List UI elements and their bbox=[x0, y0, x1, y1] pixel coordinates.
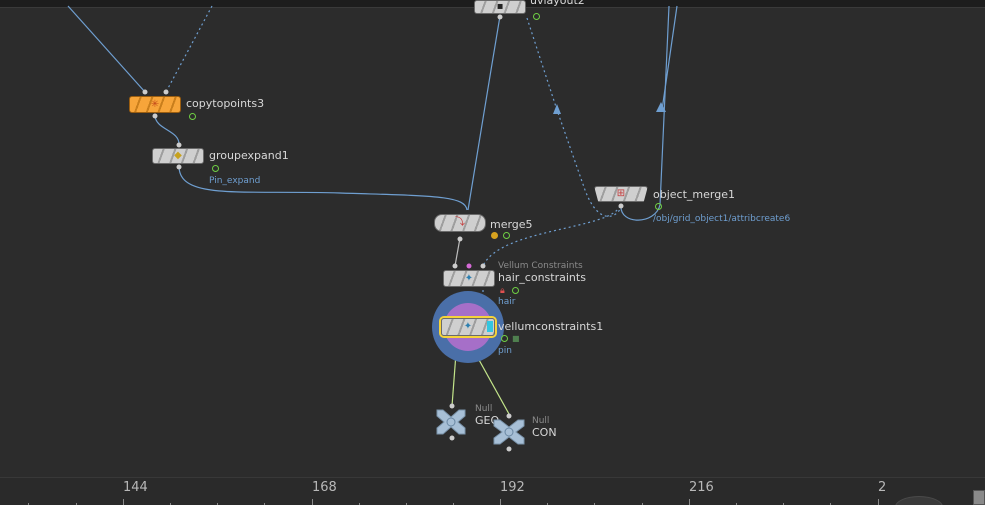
wire-arrow bbox=[656, 102, 666, 112]
wire-dotted[interactable] bbox=[526, 17, 622, 217]
tick bbox=[783, 503, 784, 505]
tick bbox=[28, 503, 29, 505]
node-label-geo: GEO bbox=[475, 414, 500, 427]
wire[interactable] bbox=[154, 114, 180, 146]
wire[interactable] bbox=[661, 5, 678, 111]
vellum-icon: ✦ bbox=[464, 272, 474, 284]
tick-label: 192 bbox=[500, 480, 525, 495]
node-label-merge: merge5 bbox=[490, 218, 533, 231]
tick bbox=[123, 499, 124, 505]
display-flag[interactable] bbox=[533, 13, 540, 20]
tick bbox=[453, 503, 454, 505]
render-flag[interactable] bbox=[487, 321, 493, 332]
wire[interactable] bbox=[454, 237, 461, 267]
warning-badge[interactable] bbox=[491, 232, 498, 239]
timeline-ruler[interactable]: 144 168 192 216 2 bbox=[0, 477, 985, 505]
node-type-label: Null bbox=[475, 404, 493, 414]
node-body bbox=[474, 0, 526, 14]
node-null-con[interactable] bbox=[490, 418, 528, 446]
node-groupexpand[interactable]: ◆ bbox=[152, 148, 204, 164]
node-copytopoints[interactable]: ✳ bbox=[129, 96, 181, 113]
vellum-icon: ✦ bbox=[463, 321, 473, 332]
object-merge-icon: ⊞ bbox=[616, 188, 626, 199]
corner-button[interactable] bbox=[973, 490, 985, 505]
wire-dotted[interactable] bbox=[165, 5, 213, 93]
node-object-merge[interactable]: ⊞ bbox=[594, 186, 648, 202]
group-icon: ◆ bbox=[174, 150, 182, 161]
display-flag[interactable] bbox=[501, 335, 508, 342]
tick bbox=[76, 503, 77, 505]
tick bbox=[642, 503, 643, 505]
node-label-con: CON bbox=[532, 426, 557, 439]
copy-icon: ✳ bbox=[150, 98, 160, 110]
display-flag[interactable] bbox=[512, 287, 519, 294]
node-label-uvlayout: uvlayout2 bbox=[530, 0, 585, 7]
node-body bbox=[129, 96, 181, 113]
null-node-shape bbox=[493, 419, 525, 445]
node-group-label: Pin_expand bbox=[209, 176, 261, 186]
tick bbox=[736, 503, 737, 505]
wire[interactable] bbox=[178, 165, 468, 211]
tick bbox=[264, 503, 265, 505]
node-label-groupexpand: groupexpand1 bbox=[209, 149, 289, 162]
node-body bbox=[443, 270, 495, 287]
tick bbox=[594, 503, 595, 505]
node-body bbox=[152, 148, 204, 164]
tick bbox=[500, 499, 501, 505]
merge-icon: ⤵ bbox=[455, 217, 465, 228]
display-flag[interactable] bbox=[503, 232, 510, 239]
node-null-geo[interactable] bbox=[433, 408, 469, 436]
tick bbox=[689, 499, 690, 505]
node-label-vellumconstraints: vellumconstraints1 bbox=[498, 320, 604, 333]
display-flag[interactable] bbox=[212, 165, 219, 172]
wire[interactable] bbox=[467, 15, 501, 211]
node-group-label: pin bbox=[498, 346, 512, 356]
tick-label: 144 bbox=[123, 480, 148, 495]
node-group-label: hair bbox=[498, 297, 516, 307]
uv-icon: ▪ bbox=[496, 1, 504, 12]
node-label-object-merge: object_merge1 bbox=[653, 188, 735, 201]
node-hair-constraints[interactable]: ✦ bbox=[443, 270, 495, 287]
tick bbox=[312, 499, 313, 505]
null-node-shape bbox=[436, 409, 466, 435]
node-uvlayout[interactable]: ▪ bbox=[474, 0, 526, 14]
tick-label: 216 bbox=[689, 480, 714, 495]
tick bbox=[878, 499, 879, 505]
tick bbox=[359, 503, 360, 505]
lock-icon[interactable]: ■ bbox=[512, 334, 520, 343]
wire[interactable] bbox=[67, 5, 146, 93]
wire-dotted[interactable] bbox=[482, 205, 621, 267]
tick bbox=[547, 503, 548, 505]
node-merge[interactable]: ⤵ bbox=[434, 214, 486, 232]
node-vellumconstraints[interactable]: ✦ bbox=[439, 316, 497, 338]
lock-icon[interactable]: 🔒︎ bbox=[500, 286, 505, 296]
node-type-label: Null bbox=[532, 416, 550, 426]
node-body bbox=[434, 214, 486, 232]
node-body bbox=[441, 318, 495, 336]
tick bbox=[406, 503, 407, 505]
display-flag[interactable] bbox=[189, 113, 196, 120]
tick bbox=[830, 503, 831, 505]
tick bbox=[217, 503, 218, 505]
node-label-copytopoints: copytopoints3 bbox=[186, 97, 265, 110]
node-type-label: Vellum Constraints bbox=[498, 261, 583, 271]
tick-label: 168 bbox=[312, 480, 337, 495]
tick-label: 2 bbox=[878, 480, 887, 495]
node-label-hair-constraints: hair_constraints bbox=[498, 271, 586, 284]
node-path-label: /obj/grid_object1/attribcreate6 bbox=[653, 214, 791, 224]
display-flag[interactable] bbox=[655, 203, 662, 210]
wire-arrow bbox=[553, 104, 561, 114]
tick bbox=[170, 503, 171, 505]
